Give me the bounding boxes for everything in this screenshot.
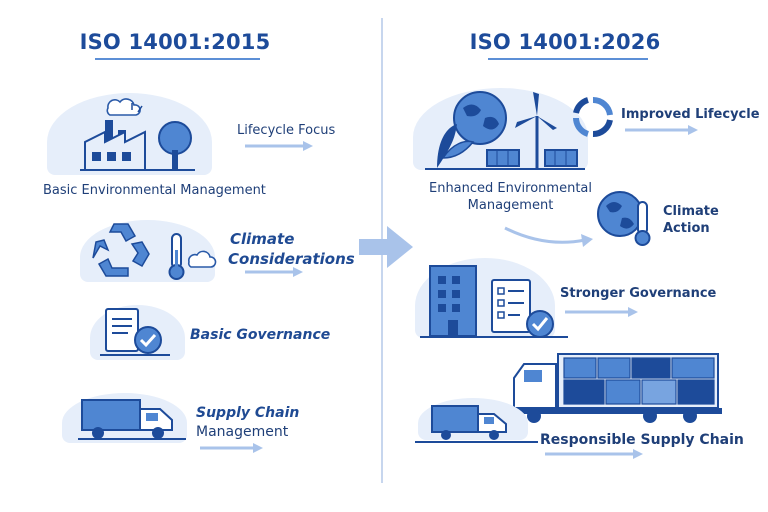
- improved-lifecycle-arrow-icon: [625, 125, 698, 135]
- lifecycle-focus-arrow-icon: [245, 141, 313, 151]
- building-checklist-icon: [420, 265, 568, 338]
- climate-considerations-label-line2: Considerations: [228, 250, 355, 268]
- responsible-supply-chain-label: Responsible Supply Chain: [538, 432, 746, 449]
- climate-action-label-line2: Action: [663, 221, 710, 236]
- climate-action-label-line1: Climate: [663, 204, 719, 219]
- recycle-icon: [92, 223, 150, 277]
- left-title-underline: [95, 58, 260, 60]
- enhanced-to-climate-arrow-icon: [504, 226, 593, 247]
- globe-wind-solar-icon: [425, 91, 585, 170]
- climate-considerations-arrow-icon: [245, 267, 303, 277]
- supply-chain-arrow-icon: [200, 443, 263, 453]
- improved-lifecycle-label: Improved Lifecycle: [621, 107, 760, 122]
- globe-thermometer-icon: [597, 191, 651, 246]
- supply-chain-label-line1: Supply Chain: [196, 405, 300, 421]
- enhanced-environmental-label-line1: Enhanced Environmental: [428, 181, 592, 196]
- small-delivery-truck-icon: [431, 405, 507, 440]
- lifecycle-focus-label: Lifecycle Focus: [237, 123, 336, 138]
- container-truck-icon: [512, 353, 722, 423]
- responsible-supply-chain-arrow-icon: [545, 449, 643, 459]
- stronger-governance-arrow-icon: [565, 307, 638, 317]
- thermometer-icon: [168, 233, 217, 280]
- basic-environmental-management-card: Basic Environmental Management: [43, 85, 275, 200]
- checklist-document-icon: [100, 308, 170, 356]
- left-column-title: ISO 14001:2015: [79, 30, 271, 54]
- supply-chain-label-line2: Management: [196, 424, 289, 440]
- factory-icon: [80, 98, 195, 171]
- stronger-governance-label: Stronger Governance: [560, 286, 717, 301]
- right-column-title: ISO 14001:2026: [469, 30, 661, 54]
- enhanced-environmental-label-line2: Management: [467, 198, 554, 213]
- delivery-truck-icon: [78, 399, 186, 440]
- transition-arrow-icon: [359, 226, 413, 268]
- climate-considerations-label-line1: Climate: [230, 230, 295, 248]
- basic-environmental-management-label: Basic Environmental Management: [43, 183, 266, 198]
- cycle-arrows-icon: [573, 96, 613, 138]
- basic-governance-label: Basic Governance: [190, 327, 331, 343]
- right-title-underline: [488, 58, 648, 60]
